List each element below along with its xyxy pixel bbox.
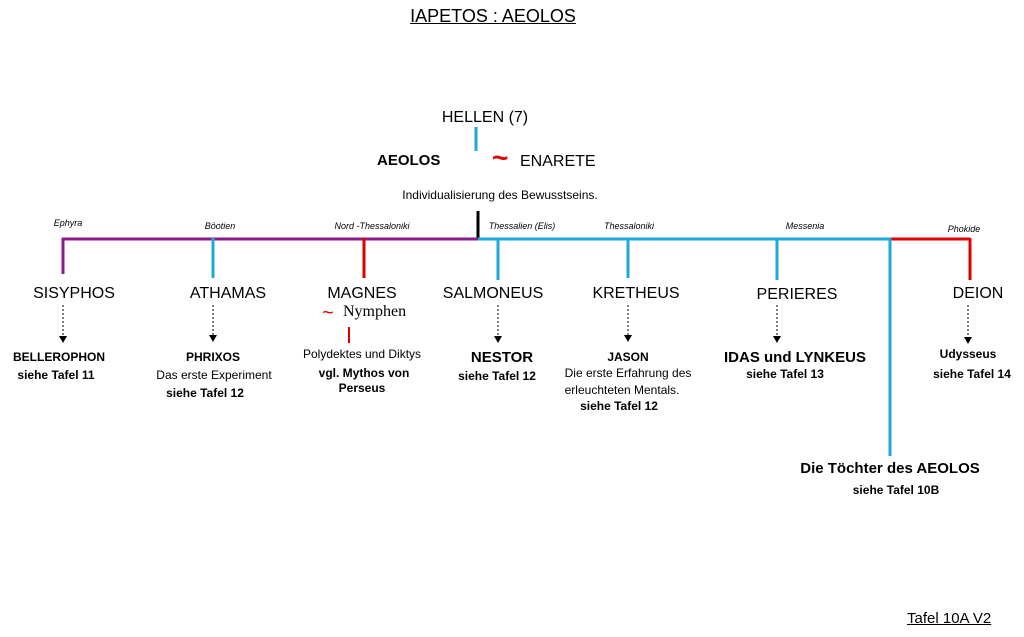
son-salmoneus: SALMONEUS <box>442 285 544 302</box>
arrow-heads <box>59 335 972 344</box>
region-thessaloniki: Thessaloniki <box>603 221 655 231</box>
enarete-label: ENARETE <box>520 153 596 170</box>
son-sisyphos: SISYPHOS <box>33 285 115 302</box>
daughters-label: Die Töchter des AEOLOS <box>800 460 980 477</box>
deion-ref: siehe Tafel 14 <box>933 367 1011 381</box>
athamas-ref: siehe Tafel 12 <box>166 386 244 400</box>
magnes-descendants: Polydektes und Diktys <box>302 347 422 361</box>
son-magnes: MAGNES <box>327 285 397 302</box>
phrixos-note: Das erste Experiment <box>156 368 272 382</box>
aeolos-label: AEOLOS <box>377 152 441 169</box>
page-title: IAPETOS : AEOLOS <box>410 6 576 26</box>
magnes-note-perseus: Perseus <box>338 381 386 395</box>
region-phokide: Phokide <box>947 224 981 234</box>
jason-note-1: Die erste Erfahrung des <box>564 366 692 380</box>
region-thessalien: Thessalien (Elis) <box>488 221 556 231</box>
perieres-ref: siehe Tafel 13 <box>746 367 824 381</box>
magnes-union-symbol: ~ <box>322 302 334 324</box>
sisyphos-ref: siehe Tafel 11 <box>17 368 95 382</box>
jason-note-2: erleuchteten Mentals. <box>564 383 680 397</box>
nestor-label: NESTOR <box>470 349 534 366</box>
region-ephyra: Ephyra <box>53 218 83 228</box>
magnes-note: vgl. Mythos von <box>318 366 410 380</box>
salmoneus-ref: siehe Tafel 12 <box>458 369 536 383</box>
region-boeotien: Böotien <box>204 221 236 231</box>
phrixos-label: PHRIXOS <box>185 350 241 364</box>
table-reference: Tafel 10A V2 <box>907 610 992 627</box>
aeolos-note: Individualisierung des Bewusstseins. <box>402 188 598 202</box>
descent-arrows <box>62 305 969 338</box>
jason-label: JASON <box>607 350 649 364</box>
hellen-label: HELLEN (7) <box>441 109 529 126</box>
idas-lynkeus-label: IDAS und LYNKEUS <box>724 349 866 366</box>
nymphen-label: Nymphen <box>343 303 407 320</box>
daughters-ref: siehe Tafel 10B <box>852 483 940 497</box>
son-kretheus: KRETHEUS <box>592 285 680 302</box>
bellerophon-label: BELLEROPHON <box>12 350 106 364</box>
region-nord-thessaloniki: Nord -Thessaloniki <box>334 221 410 231</box>
son-athamas: ATHAMAS <box>189 285 267 302</box>
udysseus-label: Udysseus <box>939 347 997 361</box>
union-symbol: ~ <box>492 142 509 173</box>
son-deion: DEION <box>952 285 1004 302</box>
kretheus-ref: siehe Tafel 12 <box>580 399 658 413</box>
region-messenia: Messenia <box>785 221 825 231</box>
son-perieres: PERIERES <box>756 286 838 303</box>
